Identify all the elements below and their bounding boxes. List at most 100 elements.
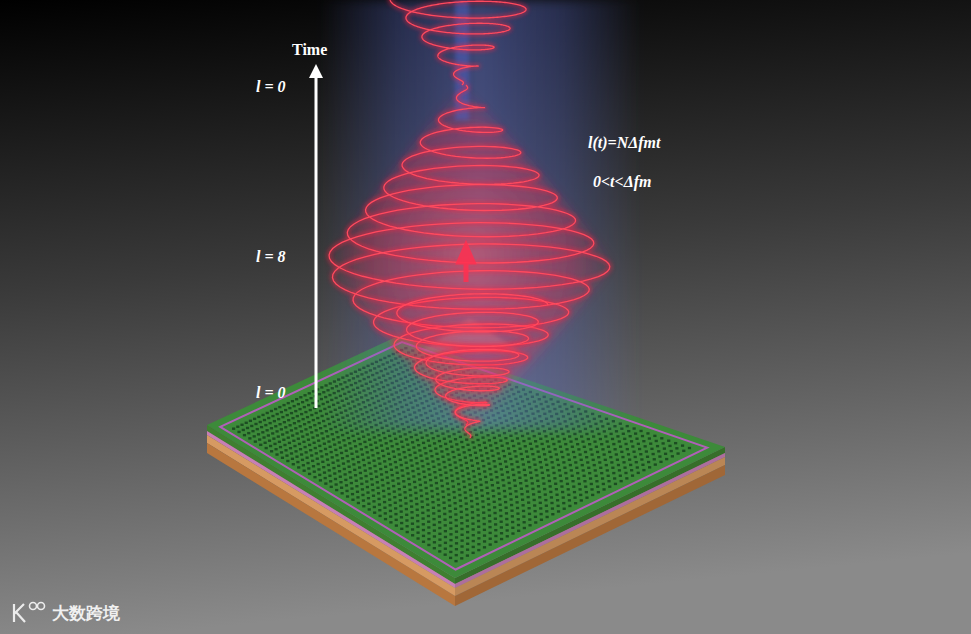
nano-pillar	[388, 493, 391, 495]
nano-pillar	[503, 432, 506, 434]
nano-pillar	[359, 443, 362, 445]
nano-pillar	[595, 480, 598, 482]
nano-pillar	[463, 451, 466, 453]
nano-pillar	[569, 464, 572, 466]
nano-pillar	[503, 495, 506, 497]
nano-pillar	[549, 491, 552, 493]
nano-pillar	[312, 465, 315, 467]
nano-pillar	[294, 427, 297, 429]
nano-pillar	[610, 461, 613, 463]
nano-pillar	[237, 431, 240, 433]
nano-pillar	[539, 502, 542, 504]
nano-pillar	[280, 428, 283, 430]
nano-pillar	[317, 463, 320, 465]
nano-pillar	[425, 434, 428, 436]
nano-pillar	[552, 443, 555, 445]
nano-pillar	[446, 430, 449, 432]
nano-pillar	[493, 506, 496, 508]
nano-pillar	[449, 440, 452, 442]
time-arrow	[309, 64, 323, 408]
nano-pillar	[443, 518, 446, 520]
nano-pillar	[466, 554, 469, 556]
nano-pillar	[427, 439, 430, 441]
nano-pillar	[579, 430, 582, 432]
nano-pillar	[567, 453, 570, 455]
nano-pillar	[622, 433, 625, 435]
nano-pillar	[569, 440, 572, 442]
nano-pillar	[429, 450, 432, 452]
nano-pillar	[521, 435, 524, 437]
nano-pillar	[539, 438, 542, 440]
nano-pillar	[415, 503, 418, 505]
nano-pillar	[526, 432, 529, 434]
nano-pillar	[489, 538, 492, 540]
nano-pillar	[637, 472, 640, 474]
nano-pillar	[378, 509, 381, 511]
nano-pillar	[465, 508, 468, 510]
nano-pillar	[629, 435, 632, 437]
nano-pillar	[639, 453, 642, 455]
nano-pillar	[422, 517, 425, 519]
nano-pillar	[531, 488, 534, 490]
nano-pillar	[419, 484, 422, 486]
nano-pillar	[264, 442, 267, 444]
nano-pillar	[362, 459, 365, 461]
nano-pillar	[406, 443, 409, 445]
nano-pillar	[259, 421, 262, 423]
nano-pillar	[464, 456, 467, 458]
nano-pillar	[270, 450, 273, 452]
nano-pillar	[418, 449, 421, 451]
nano-pillar	[656, 445, 659, 447]
nano-pillar	[665, 458, 668, 460]
nano-pillar	[513, 450, 516, 452]
nano-pillar	[524, 474, 527, 476]
nano-pillar	[524, 445, 527, 447]
nano-pillar	[353, 469, 356, 471]
nano-pillar	[363, 441, 366, 443]
nano-pillar	[460, 511, 463, 513]
nano-pillar	[405, 519, 408, 521]
nano-pillar	[631, 445, 634, 447]
nano-pillar	[500, 532, 503, 534]
nano-pillar	[456, 448, 459, 450]
nano-pillar	[489, 543, 492, 545]
nano-pillar	[398, 488, 401, 490]
nano-pillar	[546, 469, 549, 471]
nano-pillar	[437, 435, 440, 437]
nano-pillar	[460, 534, 463, 536]
nano-pillar	[442, 501, 445, 503]
axis-title: Time	[292, 41, 327, 59]
nano-pillar	[339, 446, 342, 448]
nano-pillar	[310, 454, 313, 456]
nano-pillar	[508, 482, 511, 484]
nano-pillar	[455, 472, 458, 474]
nano-pillar	[438, 527, 441, 529]
nano-pillar	[612, 443, 615, 445]
nano-pillar	[298, 408, 301, 410]
nano-pillar	[445, 477, 448, 479]
nano-pillar	[618, 469, 621, 471]
nano-pillar	[551, 466, 554, 468]
nano-pillar	[284, 426, 287, 428]
nano-pillar	[388, 435, 391, 437]
nano-pillar	[525, 450, 528, 452]
nano-pillar	[321, 461, 324, 463]
nano-pillar	[375, 447, 378, 449]
nano-pillar	[465, 502, 468, 504]
nano-pillar	[590, 483, 593, 485]
nano-pillar	[384, 512, 387, 514]
nano-pillar	[581, 464, 584, 466]
nano-pillar	[466, 525, 469, 527]
nano-pillar	[432, 466, 435, 468]
nano-pillar	[483, 523, 486, 525]
nano-pillar	[593, 464, 596, 466]
nano-pillar	[449, 516, 452, 518]
nano-pillar	[598, 461, 601, 463]
nano-pillar	[357, 502, 360, 504]
nano-pillar	[422, 523, 425, 525]
nano-pillar	[560, 480, 563, 482]
nano-pillar	[567, 494, 570, 496]
nano-pillar	[576, 472, 579, 474]
nano-pillar	[311, 460, 314, 462]
nano-pillar	[431, 460, 434, 462]
